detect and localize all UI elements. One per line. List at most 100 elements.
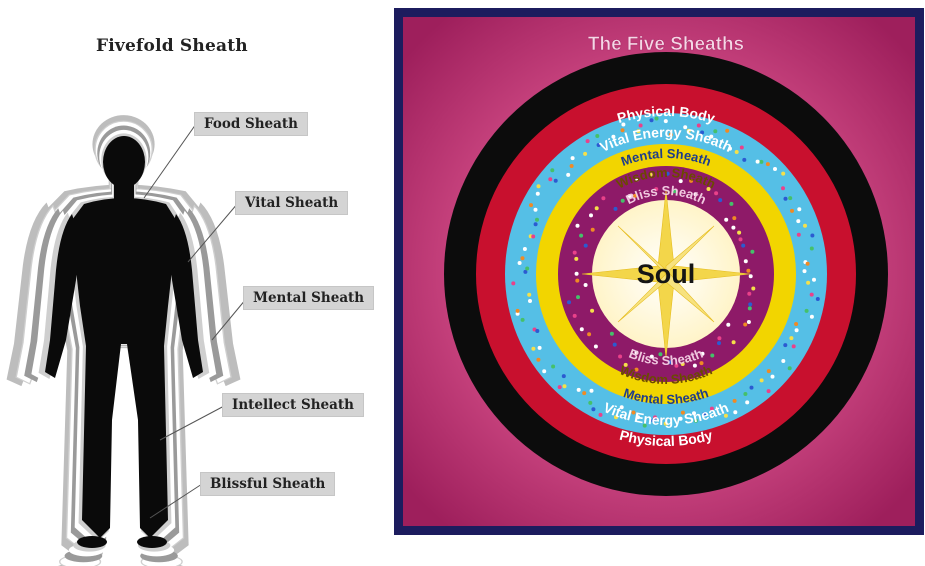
ring-dot	[590, 389, 594, 393]
ring-dot	[697, 124, 701, 128]
ring-dot	[613, 343, 617, 347]
ring-dot	[735, 150, 739, 154]
ring-dot	[805, 309, 809, 313]
ring-dot	[580, 327, 584, 331]
ring-dot	[536, 358, 540, 362]
ring-dot	[621, 199, 625, 203]
ring-dot	[788, 366, 792, 370]
ring-dot	[810, 293, 814, 297]
ring-dot	[751, 287, 755, 291]
ring-dot	[792, 344, 796, 348]
ring-dot	[795, 328, 799, 332]
ring-dot	[748, 302, 752, 306]
ring-dot	[729, 202, 733, 206]
ring-dot	[746, 269, 750, 273]
ring-dot	[527, 293, 531, 297]
ring-dot	[748, 306, 752, 310]
ring-dot	[789, 336, 793, 340]
ring-dot	[737, 231, 741, 235]
ring-dot	[595, 206, 599, 210]
ring-dot	[618, 355, 622, 359]
ring-dot	[575, 279, 579, 283]
ring-dot	[535, 329, 539, 333]
ring-dot	[550, 168, 554, 172]
ring-dot	[573, 314, 577, 318]
ring-dot	[783, 343, 787, 347]
ring-dot	[574, 257, 578, 261]
ring-dot	[562, 374, 566, 378]
ring-dot	[584, 283, 588, 287]
ring-dot	[718, 198, 722, 202]
food-sheath-label: Food Sheath	[194, 112, 308, 136]
ring-dot	[570, 164, 574, 168]
ring-dot	[733, 410, 737, 414]
ring-dot	[693, 364, 697, 368]
ring-dot	[551, 365, 555, 369]
ring-dot	[521, 318, 525, 322]
ring-dot	[563, 384, 567, 388]
ring-dot	[601, 196, 605, 200]
ring-dot	[747, 292, 751, 296]
ring-dot	[567, 300, 571, 304]
ring-dot	[531, 347, 535, 351]
ring-dot	[781, 186, 785, 190]
ring-dot	[576, 224, 580, 228]
ring-dot	[750, 386, 754, 390]
ring-dot	[731, 226, 735, 230]
five-sheaths-diagram: The Five Sheaths Soul Physical Body Vita…	[394, 8, 924, 535]
ring-dot	[756, 160, 760, 164]
ring-dot	[610, 332, 614, 336]
five-sheaths-title: The Five Sheaths	[588, 34, 744, 55]
ring-dot	[516, 309, 520, 313]
ring-dot	[536, 192, 540, 196]
ring-dot	[766, 162, 770, 166]
ring-dot	[810, 315, 814, 319]
ring-dot	[743, 392, 747, 396]
ring-dot	[535, 218, 539, 222]
ring-dot	[518, 261, 522, 265]
ring-dot	[803, 269, 807, 273]
ring-dot	[771, 375, 775, 379]
ring-dot	[700, 361, 704, 365]
ring-dot	[781, 359, 785, 363]
ring-dot	[726, 323, 730, 327]
ring-dot	[554, 179, 558, 183]
ring-dot	[812, 278, 816, 282]
ring-dot	[767, 369, 771, 373]
ring-dot	[810, 247, 814, 251]
ring-dot	[733, 399, 737, 403]
ring-dot	[575, 272, 579, 276]
ring-dot	[797, 207, 801, 211]
ring-dot	[566, 173, 570, 177]
ring-dot	[591, 228, 595, 232]
ring-dot	[794, 322, 798, 326]
soul-label: Soul	[637, 259, 696, 289]
ring-dot	[584, 244, 588, 248]
ring-dot	[576, 295, 580, 299]
ring-dot	[724, 218, 728, 222]
ring-dot	[582, 391, 586, 395]
ring-dot	[573, 251, 577, 255]
ring-dot	[806, 262, 810, 266]
ring-dot	[717, 341, 721, 345]
ring-dot	[577, 388, 581, 392]
ring-dot	[531, 235, 535, 239]
mental-sheath-label: Mental Sheath	[243, 286, 374, 310]
ring-dot	[788, 196, 792, 200]
ring-dot	[806, 281, 810, 285]
ring-dot	[587, 332, 591, 336]
ring-dot	[710, 354, 714, 358]
ring-dot	[523, 270, 527, 274]
ring-dot	[767, 389, 771, 393]
ring-dot	[664, 119, 668, 123]
ring-dot	[594, 345, 598, 349]
ring-dot	[542, 369, 546, 373]
ring-dot	[548, 177, 552, 181]
ring-dot	[583, 152, 587, 156]
ring-dot	[725, 129, 729, 133]
vital-sheath-label: Vital Sheath	[235, 191, 348, 215]
ring-dot	[534, 222, 538, 226]
ring-dot	[511, 281, 515, 285]
ring-dot	[588, 401, 592, 405]
ring-dot	[589, 213, 593, 217]
